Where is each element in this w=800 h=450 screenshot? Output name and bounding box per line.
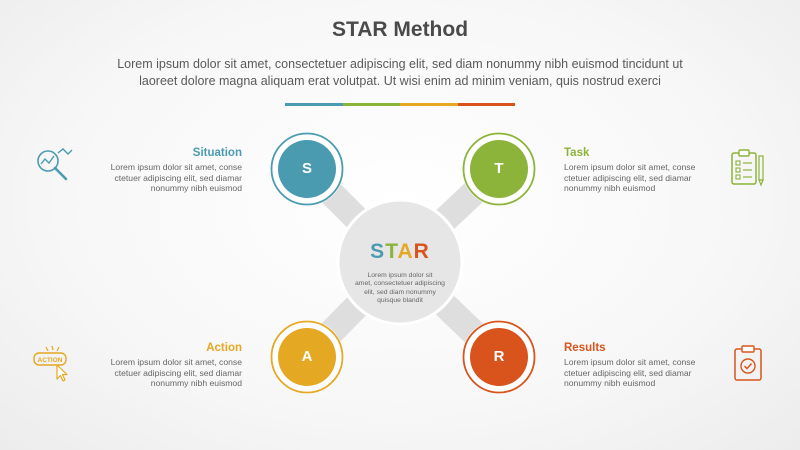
body-line: ctetuer adipiscing elit, sed diamar <box>564 367 692 378</box>
node-letter-action: A <box>301 348 313 365</box>
hub-letter-a: A <box>397 240 414 263</box>
hub-text-line: amet, consectetuer adipiscing <box>355 280 445 288</box>
hub-text-line: quisque blandit <box>377 297 423 305</box>
hub-description: Lorem ipsum dolor sit amet, consectetuer… <box>350 272 450 306</box>
divider-segment-action <box>400 103 458 106</box>
body-line: Lorem ipsum dolor sit amet, conse <box>564 357 696 367</box>
node-letter-task: T <box>494 160 504 177</box>
hub-text-line: Lorem ipsum dolor sit <box>367 272 433 279</box>
body-line: ctetuer adipiscing elit, sed diamar <box>564 172 692 183</box>
block-body-action: Lorem ipsum dolor sit amet, conse ctetue… <box>92 357 242 389</box>
block-body-situation: Lorem ipsum dolor sit amet, conse ctetue… <box>92 162 242 194</box>
hub-letter-s: S <box>370 240 386 263</box>
body-line: nonummy nibh euismod <box>564 378 656 389</box>
node-task <box>462 132 536 206</box>
block-heading-task: Task <box>564 147 590 159</box>
subtitle-line-2: laoreet dolore magna aliquam erat volutp… <box>139 74 661 88</box>
node-letter-results: R <box>493 348 505 365</box>
hub-letter-t: T <box>385 240 398 263</box>
block-heading-action: Action <box>206 342 242 354</box>
clipboard-check-icon <box>734 345 762 381</box>
body-line: nonummy nibh euismod <box>150 183 242 194</box>
node-letter-situation: S <box>301 160 312 177</box>
block-situation: Situation Lorem ipsum dolor sit amet, co… <box>92 147 242 194</box>
color-divider <box>285 103 515 106</box>
block-heading-situation: Situation <box>192 147 242 159</box>
block-body-task: Lorem ipsum dolor sit amet, conse ctetue… <box>564 162 714 194</box>
hub-text-line: elit, sed diam nonummy <box>364 288 436 296</box>
node-situation <box>270 132 344 206</box>
page-subtitle: Lorem ipsum dolor sit amet, consectetuer… <box>60 56 740 90</box>
block-task: Task Lorem ipsum dolor sit amet, conse c… <box>564 147 714 194</box>
node-results <box>462 320 536 394</box>
body-line: ctetuer adipiscing elit, sed diamar <box>114 172 242 183</box>
page-title: STAR Method <box>331 18 469 41</box>
hub-letter-r: R <box>413 240 430 263</box>
block-action: Action Lorem ipsum dolor sit amet, conse… <box>92 342 242 389</box>
body-line: Lorem ipsum dolor sit amet, conse <box>564 162 696 172</box>
divider-segment-task <box>342 103 400 106</box>
action-icon-label: ACTION <box>38 357 63 364</box>
block-body-results: Lorem ipsum dolor sit amet, conse ctetue… <box>564 357 714 389</box>
body-line: Lorem ipsum dolor sit amet, conse <box>110 357 242 367</box>
divider-segment-results <box>457 103 515 106</box>
body-line: nonummy nibh euismod <box>150 378 242 389</box>
action-button-click-icon: ACTION <box>33 345 68 382</box>
body-line: Lorem ipsum dolor sit amet, conse <box>110 162 242 172</box>
body-line: ctetuer adipiscing elit, sed diamar <box>114 367 242 378</box>
body-line: nonummy nibh euismod <box>564 183 656 194</box>
block-results: Results Lorem ipsum dolor sit amet, cons… <box>564 342 714 389</box>
block-heading-results: Results <box>564 342 606 354</box>
hub-circle <box>336 198 464 326</box>
hub-title: STAR <box>340 240 460 264</box>
subtitle-line-1: Lorem ipsum dolor sit amet, consectetuer… <box>117 57 683 71</box>
clipboard-checklist-icon <box>731 149 764 187</box>
magnifier-chart-icon <box>37 148 73 181</box>
node-action <box>270 320 344 394</box>
divider-segment-situation <box>285 103 343 106</box>
